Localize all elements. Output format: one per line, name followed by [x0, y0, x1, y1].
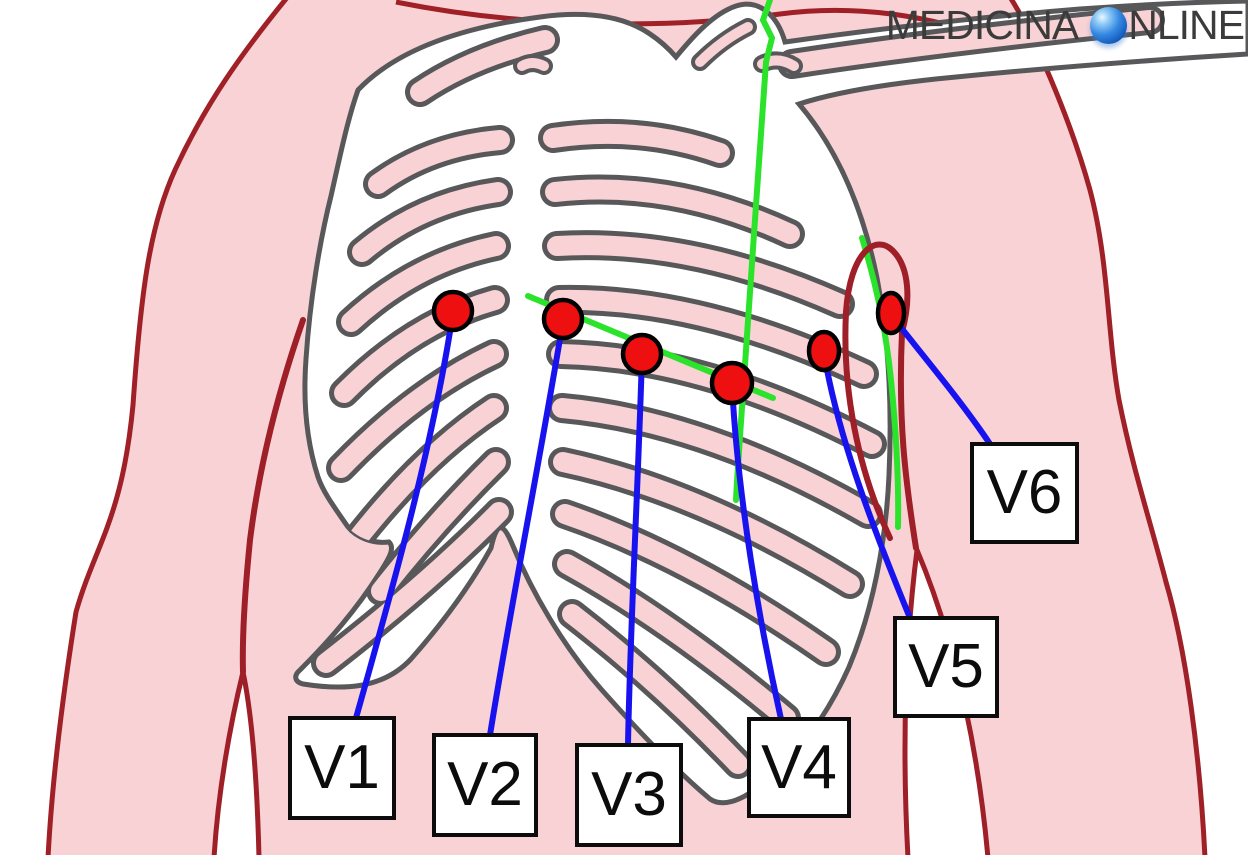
left-armpit-gap	[211, 669, 262, 855]
right-axillary-arch	[843, 241, 911, 335]
electrode-v5-dot	[806, 329, 842, 373]
label-box-v3: V3	[575, 743, 683, 847]
label-box-v1: V1	[288, 716, 396, 820]
anterior-axillary-line	[859, 235, 902, 530]
wire-v1	[353, 310, 456, 721]
electrode-v1-dot	[431, 289, 475, 333]
wire-v5	[821, 350, 913, 621]
label-box-v6: V6	[970, 442, 1079, 544]
label-box-v4: V4	[747, 717, 851, 818]
electrode-v3-dot	[620, 332, 664, 376]
electrode-v2-dot	[541, 297, 585, 341]
electrode-wires	[353, 310, 993, 748]
electrodes	[431, 289, 907, 406]
wire-v3	[625, 353, 645, 748]
wire-v4	[729, 382, 784, 722]
medicina-online-logo: MEDICINA NLINE	[885, 2, 1245, 49]
left-axillary-marking	[239, 317, 306, 675]
dark-red-marking-lines	[239, 241, 919, 675]
globe-icon	[1090, 7, 1128, 44]
right-axillary-leg-left	[842, 309, 893, 541]
logo-text-left: MEDICINA	[885, 2, 1079, 48]
logo-text-right: NLINE	[1128, 2, 1245, 48]
label-box-v5: V5	[893, 616, 999, 718]
electrode-v4-dot	[709, 360, 755, 406]
wire-v2	[487, 318, 566, 738]
electrode-v6-dot	[875, 290, 907, 336]
right-axillary-leg-right	[897, 329, 919, 551]
label-box-v2: V2	[432, 733, 538, 837]
